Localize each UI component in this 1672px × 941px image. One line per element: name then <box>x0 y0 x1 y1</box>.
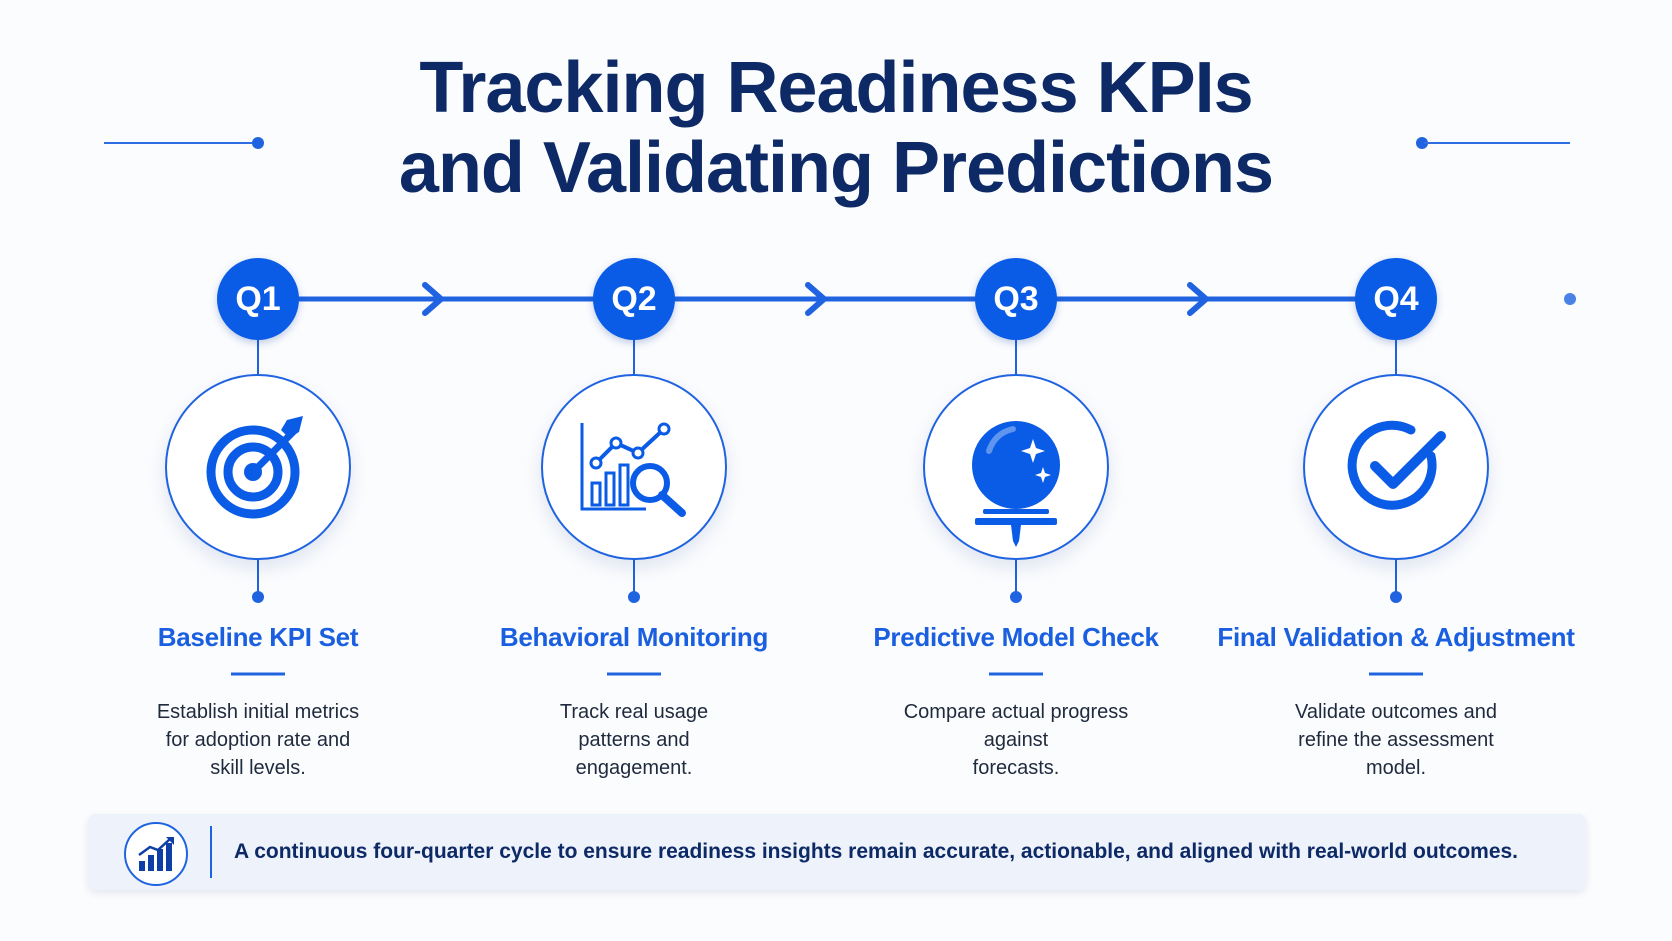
step-icon-circle-q2 <box>541 374 727 560</box>
quarter-badge-q4: Q4 <box>1355 258 1437 340</box>
step-desc-q1-line1: Establish initial metrics <box>156 701 360 723</box>
step-icon-circle-q3 <box>923 374 1109 560</box>
crystal-ball-icon <box>972 421 1060 547</box>
step-desc-q1-line2: for adoption rate and <box>165 729 351 751</box>
connector-dot-q3 <box>1010 591 1022 603</box>
timeline-chevron-1 <box>422 282 444 316</box>
step-desc-q1: Establish initial metrics for adoption r… <box>128 698 388 782</box>
connector-dot-q4 <box>1390 591 1402 603</box>
quarter-badge-q1: Q1 <box>217 258 299 340</box>
quarter-badge-q3: Q3 <box>975 258 1057 340</box>
summary-banner: A continuous four-quarter cycle to ensur… <box>88 814 1586 890</box>
chart-magnifier-icon <box>580 422 686 517</box>
timeline-chevron-3 <box>1187 282 1209 316</box>
step-title-q2: Behavioral Monitoring <box>499 622 769 652</box>
step-icon-circle-q4 <box>1303 374 1489 560</box>
step-title-q1: Baseline KPI Set <box>157 622 359 652</box>
step-desc-q3-line3: forecasts. <box>972 757 1060 779</box>
step-icon-circle-q1 <box>165 374 351 560</box>
step-title-q4: Final Validation & Adjustment <box>1217 622 1575 652</box>
check-circle-icon <box>1347 420 1446 510</box>
step-desc-q1-line3: skill levels. <box>210 757 306 779</box>
title-line-2: and Validating Predictions <box>398 128 1274 208</box>
title-dot-right <box>1416 137 1428 149</box>
connector-dot-q1 <box>252 591 264 603</box>
connector-dot-q2 <box>628 591 640 603</box>
step-desc-q4-line3: model. <box>1365 757 1427 779</box>
step-desc-q4-line1: Validate outcomes and <box>1295 701 1497 723</box>
page-title: Tracking Readiness KPIs and Validating P… <box>0 48 1672 208</box>
step-desc-q2: Track real usage patterns and engagement… <box>504 698 764 782</box>
step-desc-q4-line2: refine the assessment <box>1298 729 1494 751</box>
title-dot-left <box>252 137 264 149</box>
step-desc-q3-line1: Compare actual progress <box>903 701 1129 723</box>
target-arrow-icon <box>206 416 303 519</box>
footer-divider <box>210 826 212 878</box>
step-desc-q4: Validate outcomes and refine the assessm… <box>1266 698 1526 782</box>
summary-text: A continuous four-quarter cycle to ensur… <box>234 840 1519 863</box>
timeline-chevron-2 <box>805 282 827 316</box>
step-desc-q2-line2: patterns and <box>578 729 690 751</box>
footer-icon-circle <box>124 822 188 886</box>
step-desc-q2-line3: engagement. <box>575 757 693 779</box>
growth-chart-icon <box>138 837 174 871</box>
title-line-1: Tracking Readiness KPIs <box>419 48 1253 128</box>
timeline-end-dot <box>1564 293 1576 305</box>
step-desc-q3-line2: against <box>983 729 1049 751</box>
step-title-q3: Predictive Model Check <box>873 622 1159 652</box>
quarter-badge-q2: Q2 <box>593 258 675 340</box>
step-desc-q2-line1: Track real usage <box>559 701 709 723</box>
step-desc-q3: Compare actual progress against forecast… <box>886 698 1146 782</box>
